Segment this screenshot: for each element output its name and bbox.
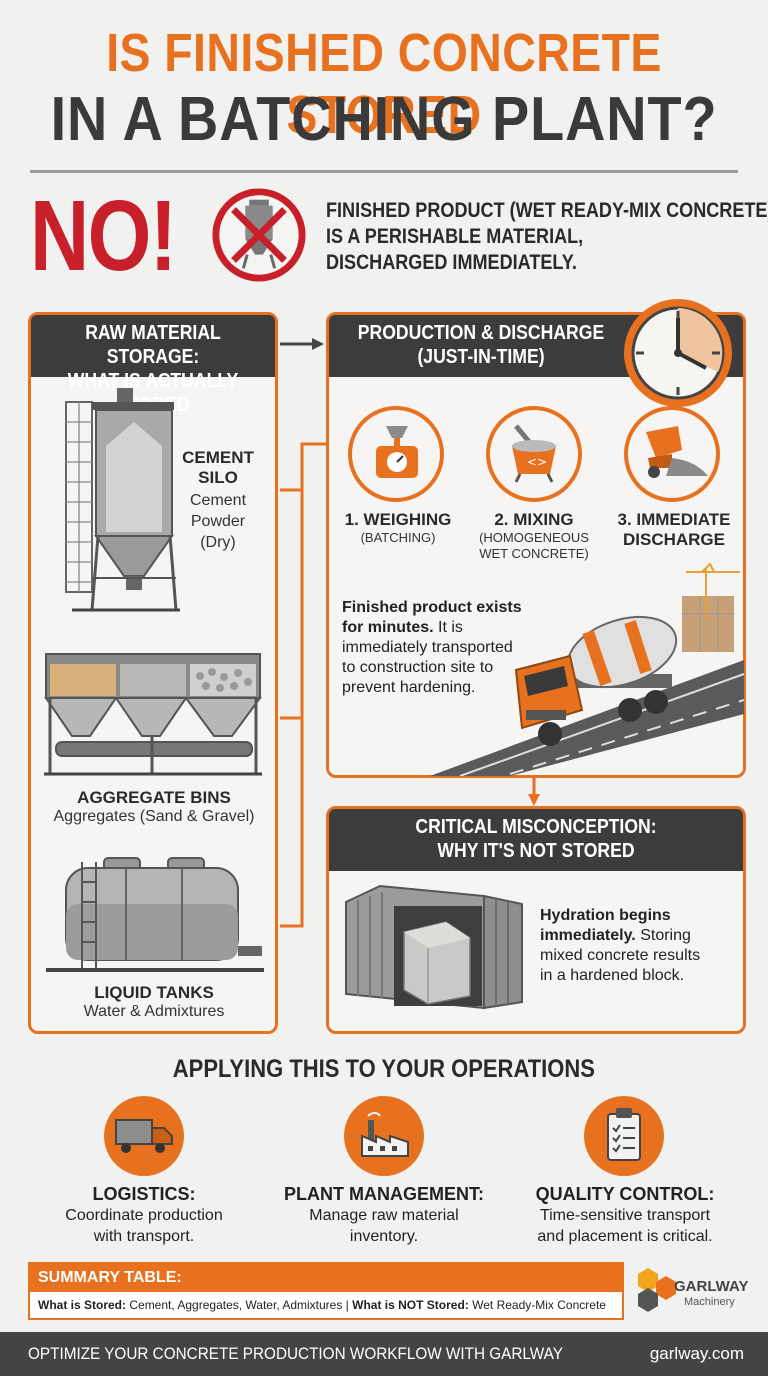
mixer-truck-illustration	[430, 562, 744, 776]
cement-silo-title1: CEMENT	[182, 448, 254, 467]
misconception-note: Hydration begins immediately. Storing mi…	[540, 906, 740, 986]
misconception-bold2: immediately.	[540, 927, 636, 944]
step-mixing-sub2: WET CONCRETE)	[479, 546, 589, 561]
operations-heading-text: APPLYING THIS TO YOUR OPERATIONS	[172, 1055, 596, 1083]
step-weighing-circle	[348, 406, 444, 502]
misconception-bold1: Hydration begins	[540, 907, 671, 924]
clock-icon	[624, 299, 732, 407]
footer-url[interactable]: garlway.com	[649, 1344, 744, 1363]
step-mixing-label: 2. MIXING (HOMOGENEOUS WET CONCRETE)	[466, 510, 602, 562]
stored-value: Cement, Aggregates, Water, Admixtures |	[126, 1298, 353, 1312]
container-block-illustration	[345, 884, 523, 1010]
plant-management-desc2: inventory.	[349, 1228, 419, 1245]
liquid-tanks-desc: Water & Admixtures	[83, 1003, 225, 1020]
misconception-rest2: Storing	[635, 927, 691, 944]
note-line4: to construction site to	[342, 659, 494, 676]
step-mixing-title: 2. MIXING	[494, 510, 574, 529]
note-bold2: for minutes.	[342, 619, 434, 636]
summary-table: SUMMARY TABLE: What is Stored: Cement, A…	[28, 1262, 624, 1320]
logistics-desc1: Coordinate production	[65, 1207, 223, 1224]
raw-storage-heading1: RAW MATERIAL STORAGE:	[85, 322, 221, 368]
summary-heading: SUMMARY TABLE:	[30, 1264, 622, 1292]
logistics-label: LOGISTICS:	[92, 1184, 196, 1204]
discharge-icon	[646, 426, 708, 478]
misconception-heading1: CRITICAL MISCONCEPTION:	[415, 816, 657, 838]
answer-line3: DISCHARGED IMMEDIATELY.	[326, 251, 577, 274]
plant-management-item: PLANT MANAGEMENT: Manage raw material in…	[270, 1184, 498, 1247]
step-weighing-sub: (BATCHING)	[360, 530, 436, 545]
logistics-desc2: with transport.	[93, 1228, 195, 1245]
cement-silo-desc3: (Dry)	[200, 534, 236, 551]
misconception-heading2: WHY IT'S NOT STORED	[437, 840, 635, 862]
stored-label: What is Stored:	[38, 1298, 127, 1312]
misconception-panel: CRITICAL MISCONCEPTION: WHY IT'S NOT STO…	[326, 806, 746, 1034]
footer-cta[interactable]: OPTIMIZE YOUR CONCRETE PRODUCTION WORKFL…	[28, 1344, 563, 1363]
note-line3: immediately transported	[342, 639, 513, 656]
cement-silo-title2: SILO	[198, 468, 238, 487]
title-divider	[30, 170, 738, 173]
no-answer: NO!	[30, 180, 177, 292]
aggregate-bins-title: AGGREGATE BINS	[77, 788, 231, 807]
scale-icon	[376, 426, 418, 478]
step-discharge-title1: 3. IMMEDIATE	[617, 510, 731, 529]
misconception-line4: in a hardened block.	[540, 967, 685, 984]
truck-icon	[115, 1119, 173, 1153]
prohibited-silo-icon	[212, 188, 306, 282]
note-bold1: Finished product exists	[342, 599, 522, 616]
garlway-logo-icon	[638, 1268, 676, 1312]
not-stored-value: Wet Ready-Mix Concrete	[468, 1298, 606, 1312]
quality-control-item: QUALITY CONTROL: Time-sensitive transpor…	[512, 1184, 738, 1247]
cement-silo-title: CEMENT SILO	[176, 448, 260, 488]
quality-control-desc1: Time-sensitive transport	[539, 1207, 711, 1224]
production-heading2: (JUST-IN-TIME)	[417, 346, 545, 368]
answer-line2: IS A PERISHABLE MATERIAL,	[326, 225, 584, 248]
page-title-line2: IN A BATCHING PLANT?	[50, 85, 718, 154]
aggregate-bins-illustration	[44, 653, 262, 776]
step-discharge-label: 3. IMMEDIATE DISCHARGE	[606, 510, 742, 550]
production-heading1: PRODUCTION & DISCHARGE	[357, 322, 605, 344]
quality-control-label: QUALITY CONTROL:	[535, 1184, 715, 1204]
mixer-icon: <>	[512, 424, 556, 483]
page-title-line1: IS FINISHED CONCRETE STORED	[106, 23, 662, 145]
misconception-line3: mixed concrete results	[540, 947, 701, 964]
cement-silo-desc2: Powder	[190, 513, 246, 530]
logistics-item: LOGISTICS: Coordinate production with tr…	[38, 1184, 250, 1247]
clipboard-icon	[607, 1108, 641, 1161]
liquid-tanks-illustration	[46, 857, 264, 972]
footer-bar: OPTIMIZE YOUR CONCRETE PRODUCTION WORKFL…	[0, 1332, 768, 1376]
note-rest1: It is	[433, 619, 463, 636]
note-line5: prevent hardening.	[342, 679, 476, 696]
cement-silo-illustration	[65, 388, 180, 612]
finished-product-note: Finished product exists for minutes. It …	[342, 598, 542, 698]
not-stored-label: What is NOT Stored:	[352, 1298, 469, 1312]
plant-management-label: PLANT MANAGEMENT:	[284, 1184, 484, 1204]
plant-management-desc1: Manage raw material	[309, 1207, 459, 1224]
answer-statement: FINISHED PRODUCT (WET READY-MIX CONCRETE…	[326, 198, 768, 276]
factory-icon	[361, 1112, 409, 1157]
plant-management-circle	[344, 1096, 424, 1176]
step-weighing-label: 1. WEIGHING (BATCHING)	[330, 510, 466, 545]
step-discharge-title2: DISCHARGE	[622, 530, 725, 549]
summary-row: What is Stored: Cement, Aggregates, Wate…	[30, 1292, 622, 1318]
svg-text:<>: <>	[527, 455, 547, 469]
answer-line1: FINISHED PRODUCT (WET READY-MIX CONCRETE…	[326, 199, 768, 222]
cement-silo-desc: Cement Powder (Dry)	[176, 490, 260, 553]
brand-sub: Machinery	[684, 1296, 735, 1308]
quality-control-desc2: and placement is critical.	[537, 1228, 713, 1245]
misconception-header: CRITICAL MISCONCEPTION: WHY IT'S NOT STO…	[329, 809, 743, 871]
brand-name: GARLWAY	[674, 1278, 749, 1295]
liquid-tanks-title: LIQUID TANKS	[94, 983, 214, 1002]
aggregate-bins-desc: Aggregates (Sand & Gravel)	[53, 808, 255, 825]
operations-heading: APPLYING THIS TO YOUR OPERATIONS	[0, 1055, 768, 1084]
step-mixing-sub1: (HOMOGENEOUS	[479, 530, 589, 545]
step-weighing-title: 1. WEIGHING	[344, 510, 452, 529]
cement-silo-desc1: Cement	[189, 492, 247, 509]
